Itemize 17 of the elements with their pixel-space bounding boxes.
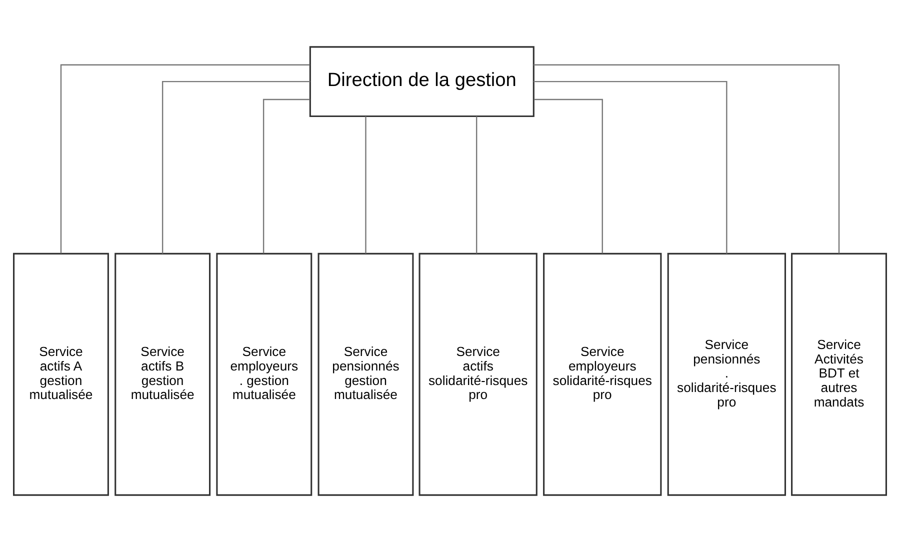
node-box: Service pensionnés gestion mutualisée [317, 252, 414, 496]
node-box: Service employeurs solidarité-risques pro [542, 252, 662, 496]
node-box: Service pensionnés . solidarité-risques pro [666, 252, 786, 496]
node-box: Direction de la gestion [308, 46, 534, 117]
connector [476, 116, 477, 254]
connector [364, 116, 366, 254]
connector [161, 80, 310, 254]
connector [533, 64, 840, 254]
connector [262, 98, 310, 254]
node-box: Service actifs A gestion mutualisée [12, 252, 108, 496]
node-box: Service actifs B gestion mutualisée [114, 252, 210, 496]
node-box: Service Activités BDT et autres mandats [790, 252, 886, 496]
connector [533, 80, 727, 254]
node-box: Service employeurs . gestion mutualisée [216, 252, 312, 496]
connector [534, 98, 602, 254]
node-box: Service actifs solidarité-risques pro [418, 252, 537, 496]
connector [60, 64, 310, 254]
